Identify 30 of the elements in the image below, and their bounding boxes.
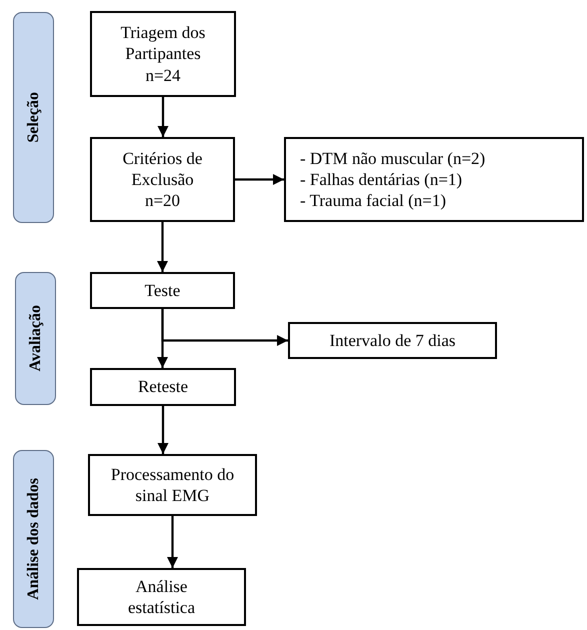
arrow (157, 222, 168, 272)
stage-label: Avaliação (26, 305, 44, 372)
process-box (90, 137, 235, 222)
arrow (158, 406, 168, 454)
process-box (90, 272, 235, 309)
arrow (167, 516, 178, 568)
box-text: Processamento do sinal EMG (110, 464, 235, 506)
list-item: - Trauma facial (n=1) (300, 190, 446, 212)
stage-band (13, 450, 54, 628)
box-text: Critérios de Exclusão n=20 (122, 148, 204, 212)
process-box (90, 11, 236, 97)
stage-label: Seleção (24, 92, 42, 143)
process-box (284, 137, 584, 222)
process-box (288, 322, 497, 359)
list-item: - DTM não muscular (n=2) (300, 148, 486, 169)
process-box (90, 368, 236, 406)
process-box (77, 568, 246, 626)
box-text: Teste (144, 280, 180, 302)
stage-label: Análise dos dados (24, 478, 42, 600)
stage-band (15, 272, 56, 405)
arrow (235, 174, 284, 185)
arrow (161, 309, 288, 346)
list-item: - Falhas dentárias (n=1) (300, 168, 462, 190)
arrow (158, 97, 168, 137)
box-text: Reteste (138, 376, 188, 398)
box-text: Intervalo de 7 dias (329, 330, 456, 352)
box-text: Análise estatística (126, 576, 196, 618)
process-box (88, 454, 257, 516)
box-text: Triagem dos Partipantes n=24 (120, 22, 206, 86)
stage-band (13, 12, 54, 223)
